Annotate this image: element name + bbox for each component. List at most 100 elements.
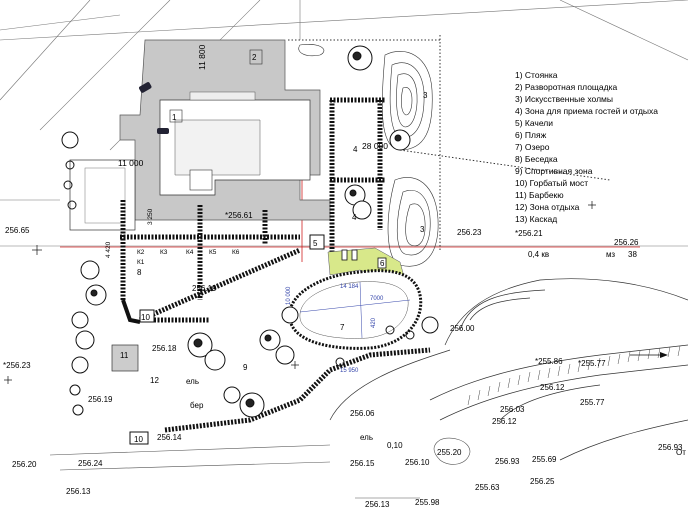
dimension-label: 4 420 bbox=[105, 241, 112, 258]
zone-number: 3 bbox=[423, 91, 428, 100]
elevation-label: 256.12 bbox=[492, 417, 517, 426]
dimensions: 11 800 11 000 28 000 3 250 4 420 14 184 … bbox=[105, 44, 388, 374]
zone-number: 12 bbox=[150, 376, 159, 385]
note-label: мз bbox=[606, 250, 615, 259]
elevation-label: 256.14 bbox=[157, 433, 182, 442]
elevation-label: 256.06 bbox=[350, 409, 375, 418]
structures bbox=[111, 234, 387, 445]
conifer-icon-group bbox=[63, 160, 415, 416]
dimension-label: 10 000 bbox=[286, 286, 292, 305]
column-label: К5 bbox=[209, 249, 217, 256]
legend-item: 10) Горбатый мост bbox=[515, 178, 588, 188]
legend-item: 6) Пляж bbox=[515, 130, 547, 140]
legend-item: 4) Зона для приема гостей и отдыха bbox=[515, 106, 658, 116]
elevation-label: 0,10 bbox=[387, 441, 403, 450]
elevation-label: 256.20 bbox=[12, 460, 37, 469]
elevation-label: 256.65 bbox=[5, 226, 30, 235]
ground-lines bbox=[49, 437, 471, 499]
elevation-label: *255.77 bbox=[578, 359, 606, 368]
legend: 1) Стоянка 2) Разворотная площадка 3) Ис… bbox=[515, 70, 658, 224]
elevation-label: 255.77 bbox=[580, 398, 605, 407]
elevations: 256.65 *256.61 256.23 *256.21 256.19 256… bbox=[3, 211, 683, 509]
notes: 0,4 кв мз 38 ель ель бер От bbox=[186, 250, 686, 457]
elevation-label: 256.25 bbox=[530, 477, 555, 486]
road-hatch bbox=[467, 345, 681, 406]
column-labels: К2 К1 К3 К4 К5 К6 bbox=[137, 249, 240, 266]
legend-item: 9) Спортивная зона bbox=[515, 166, 593, 176]
dimension-label: 14 184 bbox=[340, 284, 359, 290]
elevation-label: 256.24 bbox=[78, 459, 103, 468]
note-label: 0,4 кв bbox=[528, 250, 549, 259]
dimension-label: 15 950 bbox=[340, 368, 359, 374]
lake bbox=[288, 269, 423, 350]
column-label: К6 bbox=[232, 249, 240, 256]
road bbox=[329, 278, 688, 461]
elevation-label: 255.69 bbox=[532, 455, 557, 464]
zone-number: 1 bbox=[172, 113, 177, 122]
zone-numbers: 1 2 3 3 4 4 5 6 7 8 9 10 10 11 12 bbox=[120, 53, 428, 444]
legend-item: 7) Озеро bbox=[515, 142, 550, 152]
elevation-label: *255.86 bbox=[535, 357, 563, 366]
zone-number: 10 bbox=[141, 313, 150, 322]
zone-number: 6 bbox=[380, 259, 385, 268]
note-label: От bbox=[676, 448, 686, 457]
note-label: ель bbox=[186, 377, 199, 386]
elevation-label: 255.20 bbox=[437, 448, 462, 457]
dimension-label: 7000 bbox=[370, 296, 384, 302]
elevation-label: 256.93 bbox=[658, 443, 683, 452]
elevation-label: *256.23 bbox=[3, 361, 31, 370]
legend-item: 2) Разворотная площадка bbox=[515, 82, 618, 92]
legend-item: 13) Каскад bbox=[515, 214, 557, 224]
zone-number: 7 bbox=[340, 323, 345, 332]
elevation-label: 256.19 bbox=[88, 395, 113, 404]
elevation-label: 256.23 bbox=[457, 228, 482, 237]
elevation-label: 256.12 bbox=[540, 383, 565, 392]
zone-number: 2 bbox=[252, 53, 257, 62]
dimension-label: 28 000 bbox=[362, 141, 388, 151]
elevation-label: 256.18 bbox=[152, 344, 177, 353]
column-label: К2 bbox=[137, 249, 145, 256]
zone-number: 5 bbox=[313, 239, 318, 248]
dimension-label: 3 250 bbox=[147, 208, 154, 225]
small-pond bbox=[298, 44, 325, 57]
legend-item: 3) Искусственные холмы bbox=[515, 94, 613, 104]
elevation-label: 255.63 bbox=[475, 483, 500, 492]
path-corner bbox=[121, 299, 141, 324]
elevation-label: 256.13 bbox=[365, 500, 390, 509]
elevation-label: 256.26 bbox=[614, 238, 639, 247]
tree-icon-group bbox=[61, 45, 439, 418]
zone-number: 4 bbox=[353, 145, 358, 154]
elevation-label: 256.15 bbox=[350, 459, 375, 468]
zone-number: 4 bbox=[352, 213, 357, 222]
elevation-label: 255.98 bbox=[415, 498, 440, 507]
survey-cross-icon bbox=[4, 201, 596, 384]
legend-item: 1) Стоянка bbox=[515, 70, 558, 80]
note-label: ель bbox=[360, 433, 373, 442]
elevation-label: 256.03 bbox=[500, 405, 525, 414]
fence bbox=[288, 35, 611, 250]
zone-number: 8 bbox=[137, 268, 142, 277]
parking-area bbox=[69, 39, 331, 231]
column-label: К4 bbox=[186, 249, 194, 256]
elevation-label: 256.10 bbox=[405, 458, 430, 467]
hills bbox=[381, 51, 439, 267]
elevation-label: *256.61 bbox=[225, 211, 253, 220]
legend-item: 8) Беседка bbox=[515, 154, 558, 164]
zone-number: 10 bbox=[134, 435, 143, 444]
note-label: бер bbox=[190, 401, 204, 410]
legend-item: 12) Зона отдыха bbox=[515, 202, 580, 212]
column-label: К3 bbox=[160, 249, 168, 256]
legend-item: 11) Барбекю bbox=[515, 190, 564, 200]
elevation-label: 256.13 bbox=[66, 487, 91, 496]
arrow-head-icon bbox=[660, 352, 668, 358]
zone-number: 11 bbox=[120, 351, 129, 360]
column-label: К1 bbox=[137, 259, 145, 266]
elevation-label: 256.00 bbox=[450, 324, 475, 333]
elevation-label: 256.93 bbox=[495, 457, 520, 466]
dimension-label: 11 000 bbox=[118, 158, 144, 168]
legend-item: 5) Качели bbox=[515, 118, 553, 128]
dimension-label: 420 bbox=[371, 317, 377, 328]
zone-number: 9 bbox=[243, 363, 248, 372]
